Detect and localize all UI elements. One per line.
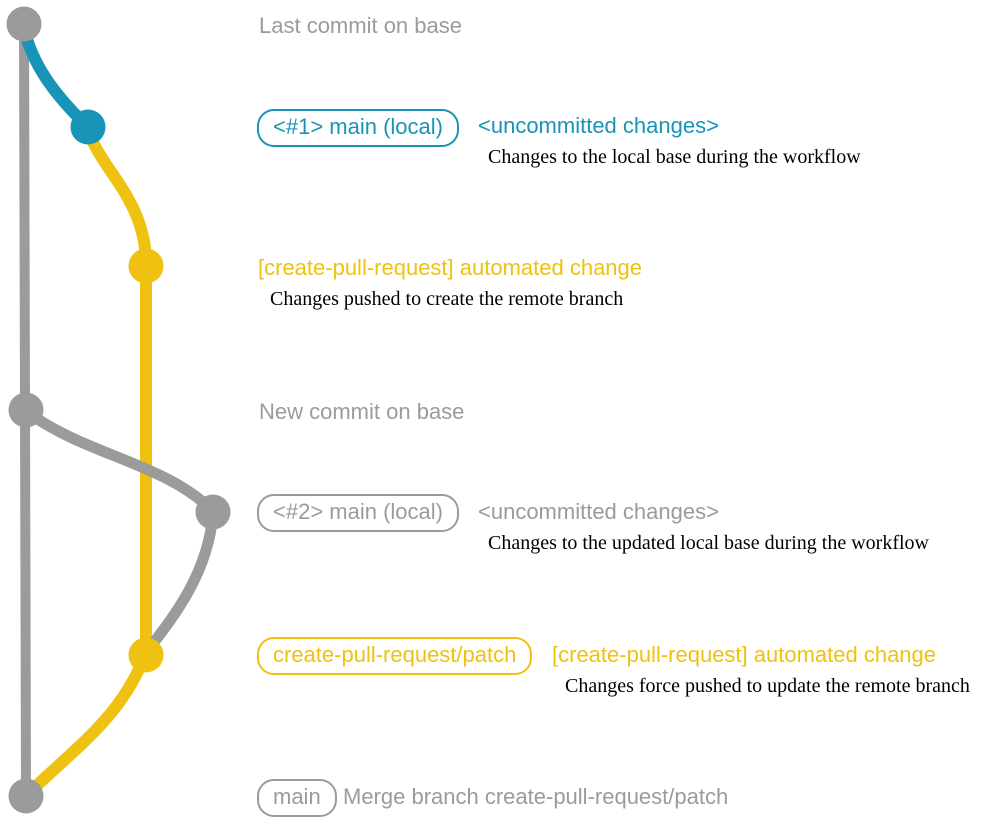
- rebase-line: [142, 508, 219, 656]
- main-badge: main: [257, 779, 337, 817]
- local-main-2-badge-label: <#2> main (local): [273, 499, 443, 524]
- local-main-1-badge-label: <#1> main (local): [273, 114, 443, 139]
- local-main-1-badge: <#1> main (local): [257, 109, 459, 147]
- local-main-2-badge: <#2> main (local): [257, 494, 459, 532]
- last-commit-label: Last commit on base: [259, 13, 462, 38]
- new-commit-label: New commit on base: [259, 399, 465, 424]
- uncommitted-changes-2-label: <uncommitted changes>: [478, 499, 719, 524]
- commit-node-local-main-2: [195, 494, 231, 530]
- commit-node-patch-2: [128, 637, 164, 673]
- merge-commit-label: Merge branch create-pull-request/patch: [343, 784, 729, 809]
- base-update-line: [21, 406, 218, 516]
- automated-change-1-label: [create-pull-request] automated change: [258, 255, 643, 280]
- main-badge-label: main: [273, 784, 321, 809]
- uncommitted-changes-2-description: Changes to the updated local base during…: [488, 532, 929, 554]
- commit-node-local-main-1: [70, 109, 106, 145]
- patch-branch-badge-label: create-pull-request/patch: [273, 642, 517, 667]
- uncommitted-changes-1-description: Changes to the local base during the wor…: [488, 146, 861, 168]
- commit-node-merge: [8, 778, 44, 814]
- commit-node-patch-1: [128, 248, 164, 284]
- commit-graph: [6, 6, 231, 814]
- uncommitted-changes-1-label: <uncommitted changes>: [478, 113, 719, 138]
- automated-change-2-label: [create-pull-request] automated change: [552, 642, 937, 667]
- patch-branch-badge: create-pull-request/patch: [257, 637, 533, 675]
- automated-change-2-description: Changes force pushed to update the remot…: [565, 675, 970, 697]
- commit-node-base-last: [6, 6, 42, 42]
- commit-node-base-new: [8, 392, 44, 428]
- automated-change-1-description: Changes pushed to create the remote bran…: [270, 288, 624, 310]
- local-main-1-branch-line: [18, 22, 92, 131]
